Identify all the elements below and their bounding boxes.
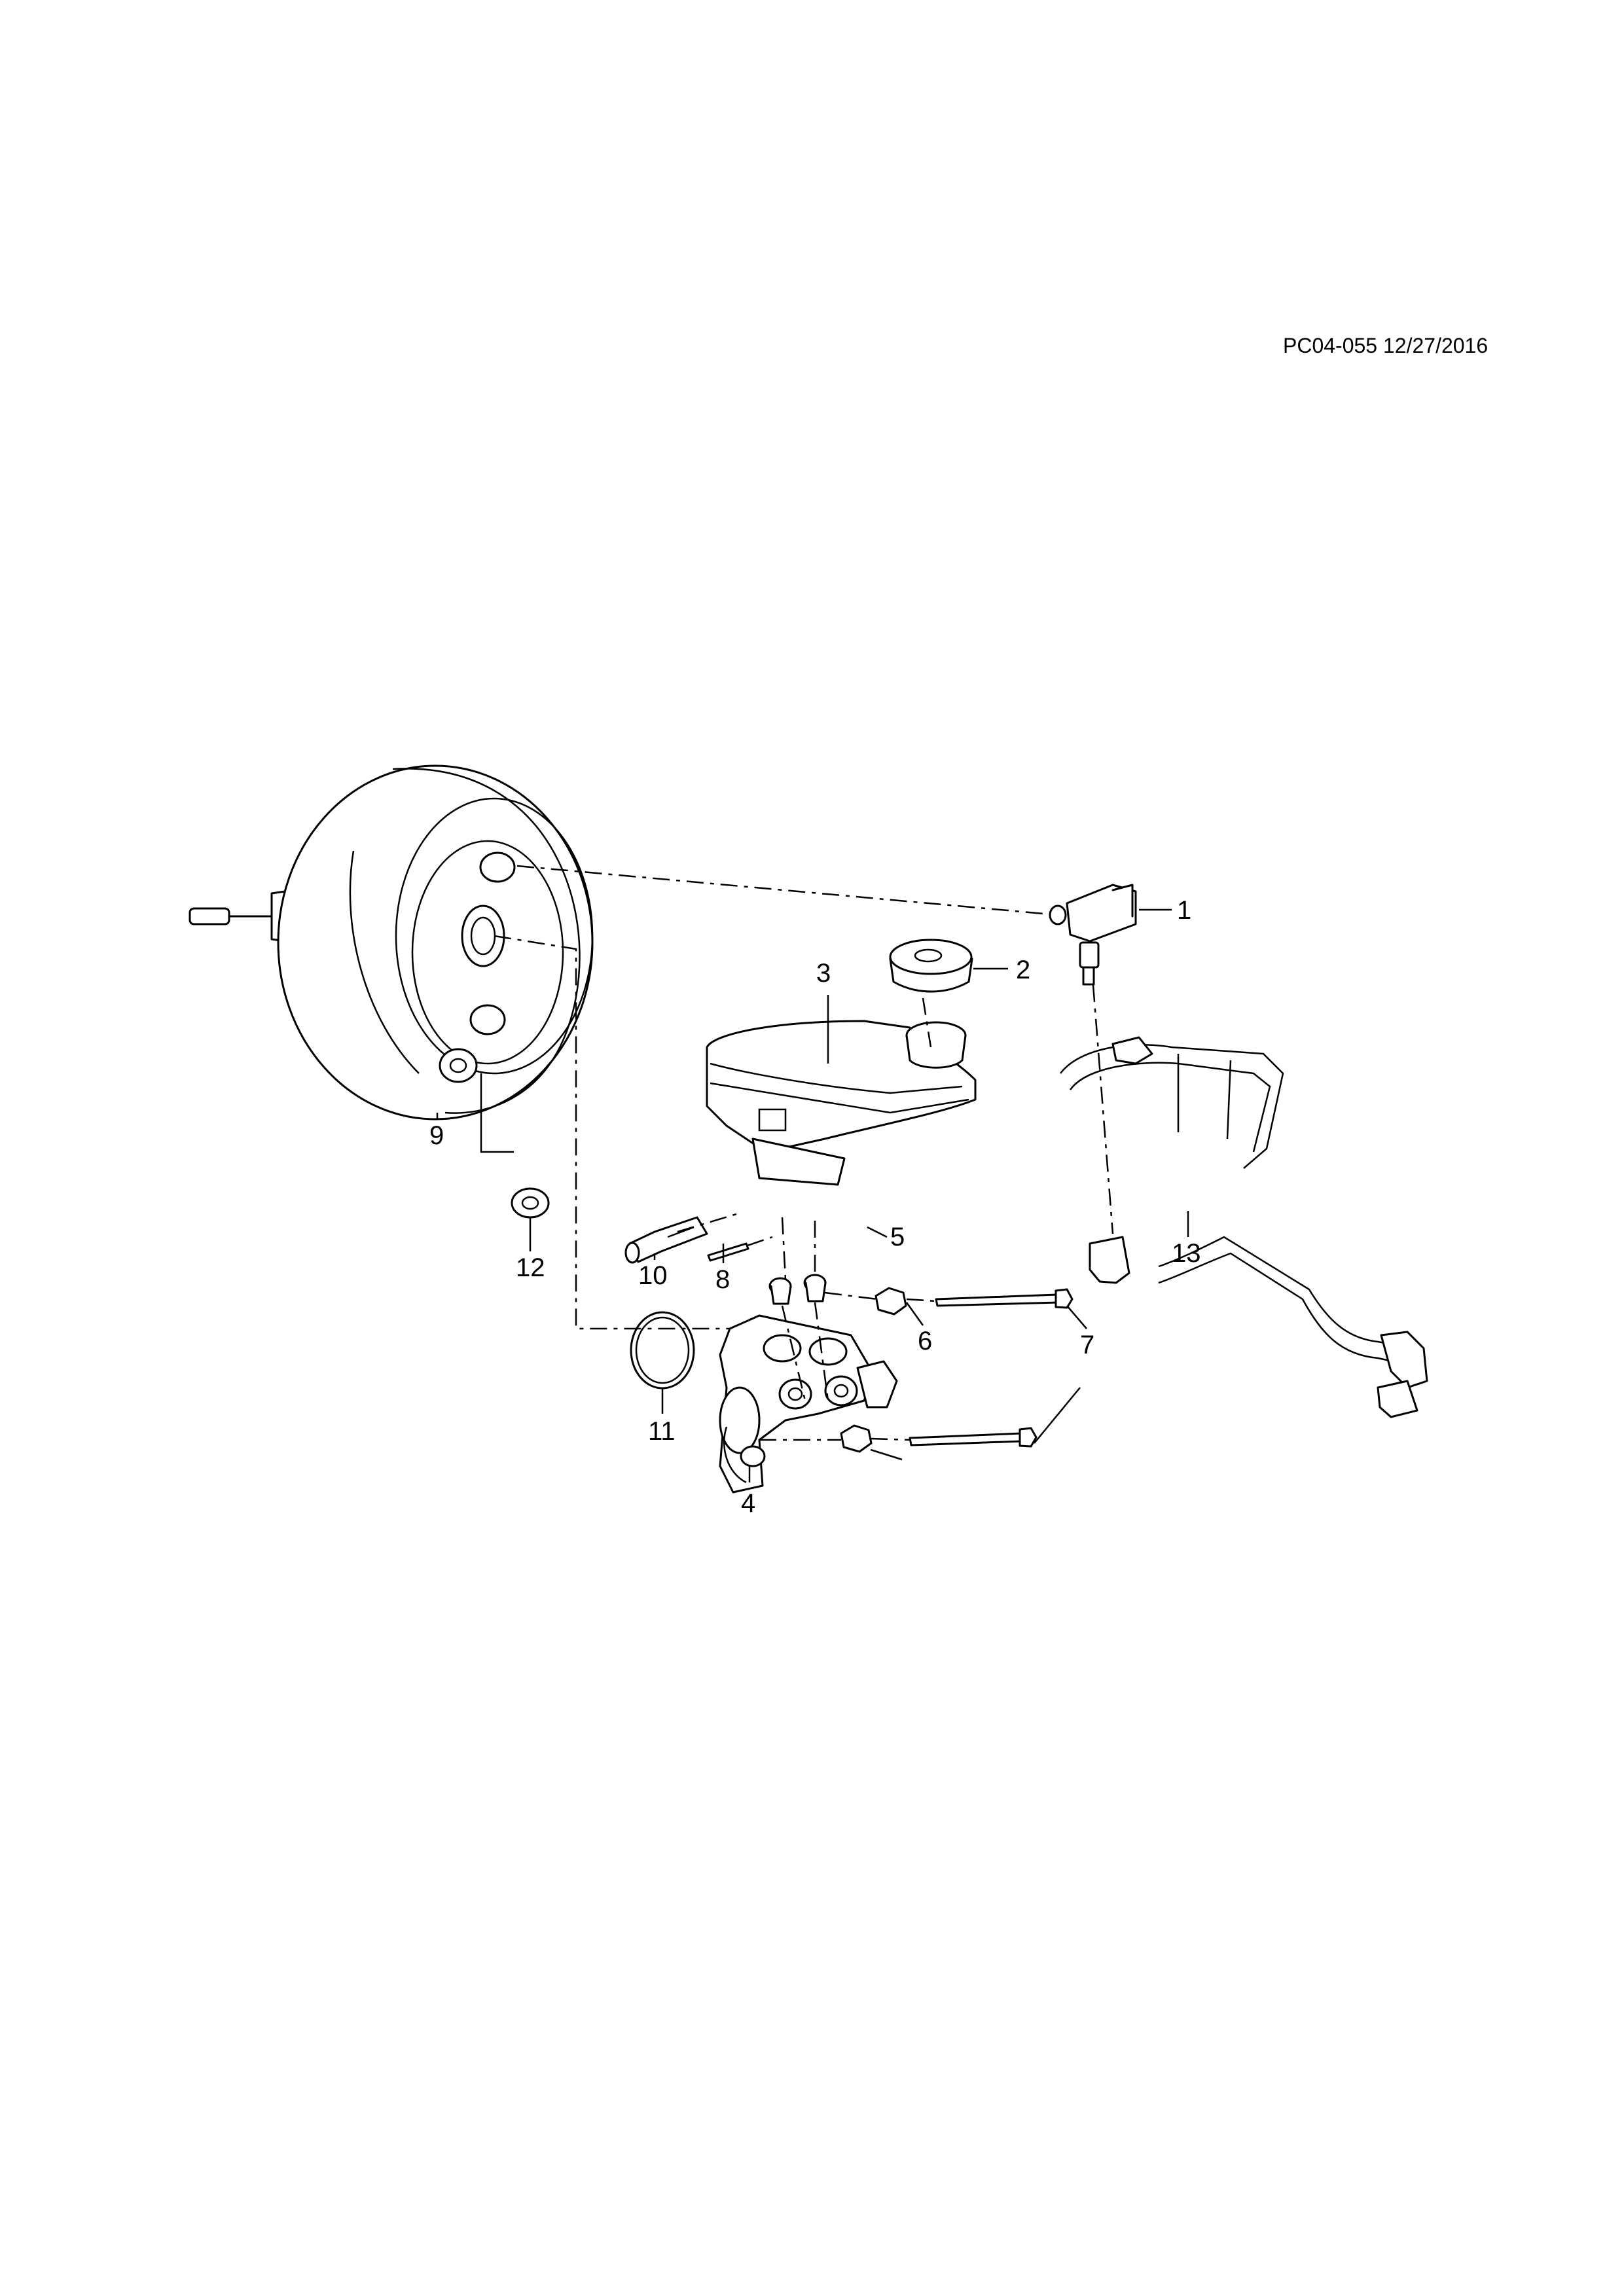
- o-ring-seal: [630, 1311, 695, 1390]
- callout-4: 4: [741, 1489, 755, 1518]
- callout-3: 3: [816, 959, 831, 988]
- diagram-code: PC04-055 12/27/2016: [1283, 334, 1489, 357]
- callout-11: 11: [648, 1417, 676, 1446]
- retaining-pin: [707, 1242, 749, 1262]
- reservoir-grommets: [768, 1274, 827, 1305]
- callout-8: 8: [715, 1265, 730, 1294]
- grommet-washer: [511, 1187, 550, 1219]
- callout-5: 5: [890, 1223, 905, 1251]
- callout-labels: 1 2 3 4 5 6 7 8 9 10 11 12 13: [429, 896, 1201, 1518]
- fluid-level-sensor: [624, 1216, 708, 1264]
- mounting-bolts: [909, 1288, 1074, 1448]
- master-cylinder: [719, 1314, 898, 1494]
- reservoir-cap: [889, 939, 973, 993]
- fluid-reservoir: [706, 1020, 977, 1186]
- callout-13: 13: [1172, 1239, 1201, 1268]
- assembly-lines: [494, 865, 1114, 1441]
- vacuum-hose: [1060, 1036, 1428, 1418]
- mounting-nuts: [840, 1287, 907, 1453]
- callout-6: 6: [918, 1327, 932, 1355]
- callout-12: 12: [516, 1253, 545, 1282]
- brake-booster: [189, 764, 594, 1121]
- callout-1: 1: [1177, 896, 1191, 925]
- brake-pressure-sensor: [1049, 884, 1137, 986]
- callout-7: 7: [1080, 1331, 1094, 1359]
- callout-10: 10: [638, 1261, 668, 1290]
- callout-9: 9: [429, 1121, 444, 1150]
- leader-lines: [436, 908, 1189, 1482]
- callout-2: 2: [1016, 956, 1030, 984]
